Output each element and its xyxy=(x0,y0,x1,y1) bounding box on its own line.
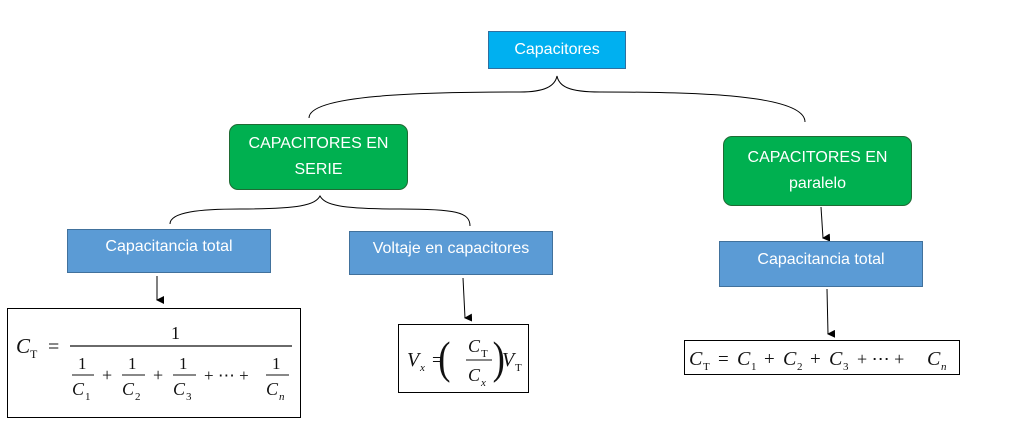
arrow-capacitancia-to-formula xyxy=(826,288,836,338)
f1-lhs-subscript: T xyxy=(30,347,38,361)
f2-rhs-subscript: T xyxy=(515,362,522,374)
f1-ellipsis: + ⋯ + xyxy=(204,366,249,385)
f2-close-paren: ) xyxy=(493,333,505,384)
formula-paralelo: C T = C 1 + C 2 + C 3 + ⋯ + C n xyxy=(684,340,960,375)
f1-plus2: + xyxy=(153,365,163,385)
paralelo-node-label: CAPACITORES EN paralelo xyxy=(747,149,888,192)
f1-term2-symbol: C xyxy=(122,379,135,399)
node-voltaje-capacitores: Voltaje en capacitores xyxy=(349,231,553,275)
f3-term2-symbol: C xyxy=(783,348,797,370)
f2-den-symbol: C xyxy=(468,365,481,385)
f1-equals: = xyxy=(48,336,59,358)
f1-term1-symbol: C xyxy=(72,379,85,399)
f1-sub1: 1 xyxy=(85,391,91,403)
f1-sub2: 2 xyxy=(135,391,141,403)
f3-term3-symbol: C xyxy=(829,348,843,370)
f1-lhs-symbol: C xyxy=(16,334,31,358)
f3-ellipsis: + ⋯ + xyxy=(857,349,904,369)
f3-term1-symbol: C xyxy=(737,348,751,370)
node-capacitancia-total-serie: Capacitancia total xyxy=(67,229,271,273)
f1-termn-symbol: C xyxy=(266,379,279,399)
serie-branch-connector xyxy=(169,194,471,227)
f3-sub3: 3 xyxy=(843,361,849,373)
root-branch-connector xyxy=(308,75,806,123)
node-capacitores-serie: CAPACITORES EN SERIE xyxy=(229,124,408,190)
capacitancia-paralelo-label: Capacitancia total xyxy=(757,251,885,268)
f2-rhs-symbol: V xyxy=(502,349,517,371)
arrow-voltaje-to-formula xyxy=(462,277,473,322)
f2-equals: = xyxy=(432,350,443,371)
f3-lhs-subscript: T xyxy=(703,361,710,373)
capacitancia-serie-label: Capacitancia total xyxy=(105,238,233,255)
f3-subn: n xyxy=(941,361,947,373)
f2-lhs-subscript: x xyxy=(419,362,425,374)
f2-lhs-symbol: V xyxy=(407,349,422,371)
f3-sub2: 2 xyxy=(797,361,803,373)
f3-lhs-symbol: C xyxy=(689,348,703,370)
f1-term2-num: 1 xyxy=(128,354,137,373)
f1-term1-num: 1 xyxy=(78,354,87,373)
root-node-capacitores: Capacitores xyxy=(488,31,626,69)
voltaje-label: Voltaje en capacitores xyxy=(372,240,530,257)
arrow-paralelo-to-capacitancia xyxy=(820,206,831,242)
f1-numerator: 1 xyxy=(171,323,180,343)
node-capacitancia-total-paralelo: Capacitancia total xyxy=(719,241,923,287)
f1-termn-num: 1 xyxy=(272,354,281,373)
f1-plus1: + xyxy=(102,365,112,385)
formula-voltaje: V x = ( C T C x ) V T xyxy=(398,324,529,393)
node-capacitores-paralelo: CAPACITORES EN paralelo xyxy=(723,136,912,206)
f1-sub3: 3 xyxy=(186,391,192,403)
f3-plus1: + xyxy=(764,349,775,370)
formula-serie: C T = 1 1 C 1 + 1 C 2 + 1 C 3 + ⋯ + 1 C … xyxy=(7,308,301,418)
f1-term3-symbol: C xyxy=(173,379,186,399)
f3-sub1: 1 xyxy=(751,361,757,373)
f2-open-paren: ( xyxy=(438,333,450,384)
f1-term3-num: 1 xyxy=(179,354,188,373)
serie-node-label: CAPACITORES EN SERIE xyxy=(248,135,389,178)
f1-subn: n xyxy=(279,391,285,403)
f3-equals: = xyxy=(718,349,729,370)
f3-termn-symbol: C xyxy=(927,348,941,370)
f2-num-symbol: C xyxy=(468,336,481,356)
root-node-label: Capacitores xyxy=(514,41,600,58)
f2-den-subscript: x xyxy=(480,377,486,389)
f3-plus2: + xyxy=(810,349,821,370)
f2-num-subscript: T xyxy=(481,348,488,360)
